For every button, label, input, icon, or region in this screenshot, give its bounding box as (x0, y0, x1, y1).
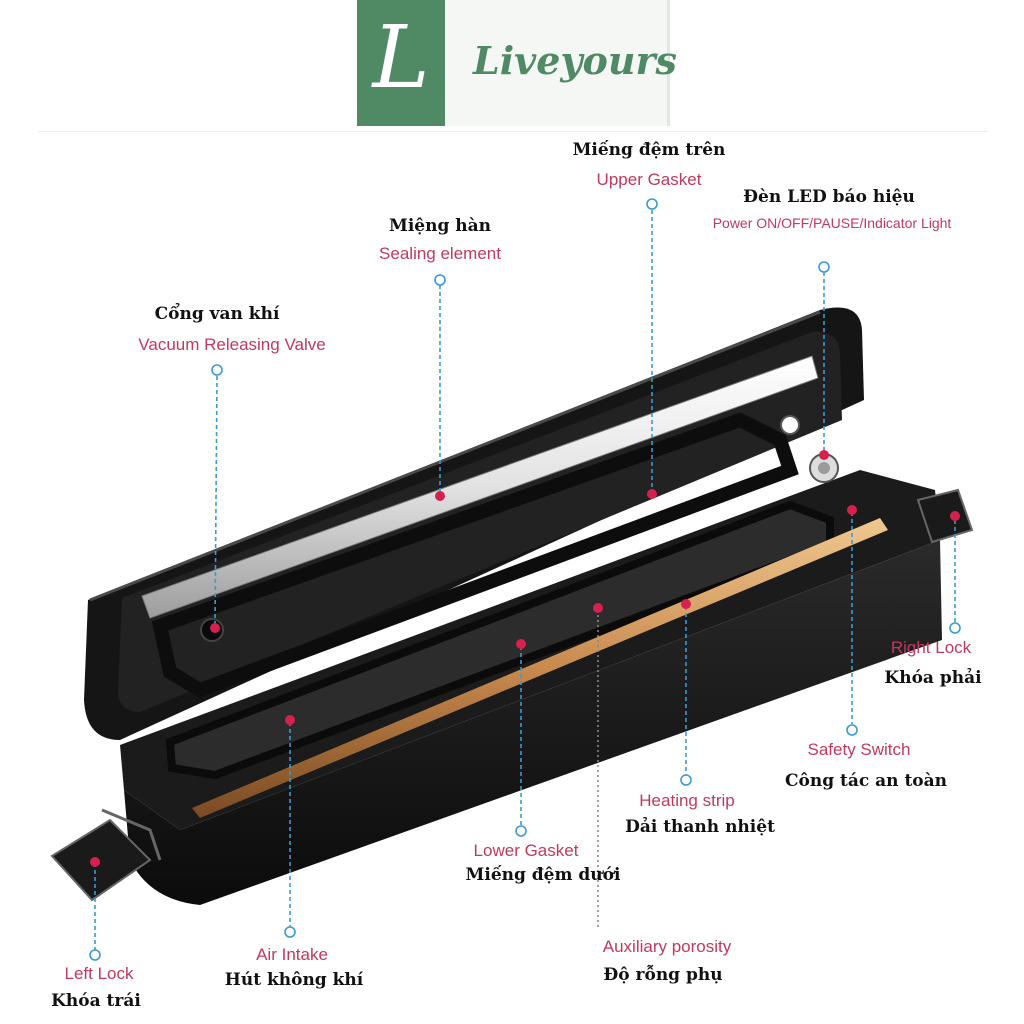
sealing-rod (141, 355, 819, 619)
brand-logo-wordmark: Liveyours (445, 0, 677, 126)
label-aux-porosity-en: Auxiliary porosity (602, 937, 732, 956)
label-left-lock-vi: Khóa trái (51, 991, 141, 1011)
label-upper-gasket-vi: Miếng đệm trên (572, 140, 726, 160)
label-vacuum-valve-en: Vacuum Releasing Valve (138, 335, 326, 354)
lid-rim-highlight (89, 310, 821, 602)
lid-hole (780, 415, 800, 435)
right-lock-shape (916, 488, 974, 544)
label-safety-switch-vi: Công tác an toàn (784, 771, 948, 791)
logo-letter: L (372, 8, 430, 108)
leader-rings (89, 198, 961, 961)
label-lower-gasket-en: Lower Gasket (473, 841, 579, 860)
base-front (124, 540, 942, 905)
leader-lines (94, 210, 956, 950)
label-right-lock-vi: Khóa phải (884, 668, 982, 688)
label-aux-porosity-vi: Độ rỗng phụ (603, 965, 723, 985)
label-air-intake-vi: Hút không khí (224, 970, 364, 990)
label-right-lock-en: Right Lock (890, 638, 972, 657)
header-divider (38, 131, 988, 132)
left-lock-shape (50, 818, 152, 902)
label-sealing-element-en: Sealing element (379, 244, 501, 263)
label-air-intake-en: Air Intake (256, 945, 328, 964)
label-left-lock-en: Left Lock (64, 964, 134, 983)
logo-name: Liveyours (473, 38, 677, 83)
upper-gasket (151, 412, 799, 698)
label-upper-gasket-en: Upper Gasket (596, 170, 702, 189)
label-heating-strip-en: Heating strip (639, 791, 735, 810)
label-safety-switch-en: Safety Switch (807, 740, 911, 759)
label-heating-strip-vi: Dải thanh nhiệt (625, 817, 775, 837)
label-lower-gasket-vi: Miếng đệm dưới (465, 865, 621, 885)
label-sealing-element-vi: Miệng hàn (389, 216, 491, 236)
label-led-vi: Đèn LED báo hiệu (743, 187, 915, 207)
label-led-en: Power ON/OFF/PAUSE/Indicator Light (712, 215, 952, 231)
brand-logo-mark: L (357, 0, 445, 126)
part-markers (90, 450, 960, 867)
label-vacuum-valve-vi: Cổng van khí (154, 304, 280, 324)
heating-strip-shape (192, 518, 888, 818)
